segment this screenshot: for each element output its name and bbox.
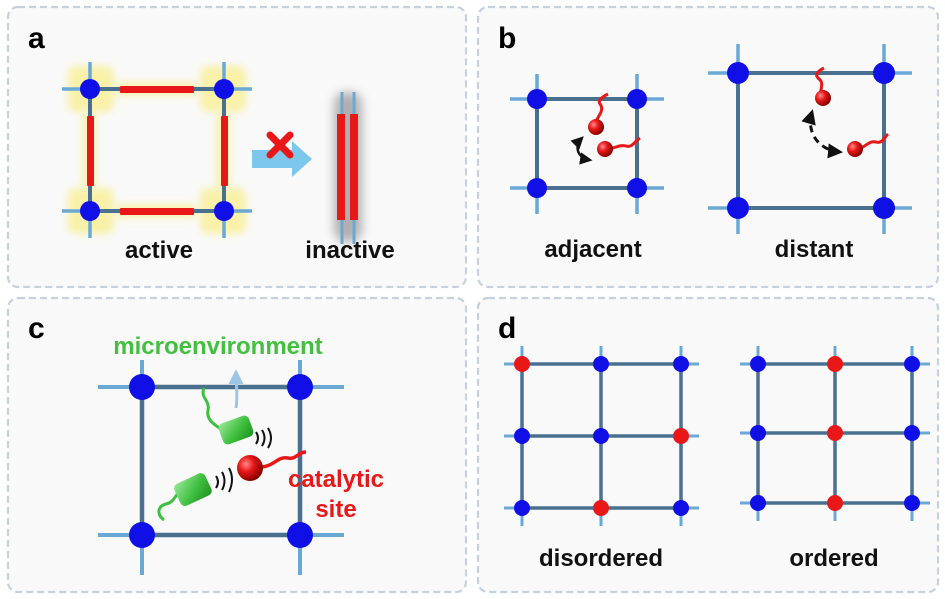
node-blue bbox=[593, 356, 609, 372]
inactive-label: inactive bbox=[305, 237, 394, 264]
node-blue bbox=[287, 374, 313, 400]
panel-b-distant-framework bbox=[708, 44, 912, 234]
interaction-waves-icon bbox=[255, 427, 272, 449]
panel-a-frame bbox=[6, 5, 468, 289]
panel-b-frame bbox=[476, 5, 940, 289]
node-blue bbox=[673, 356, 689, 372]
node-blue bbox=[727, 62, 749, 84]
node-blue bbox=[593, 428, 609, 444]
panel-c-framework bbox=[98, 360, 344, 575]
catalytic-site-ball bbox=[237, 455, 263, 481]
ordered-label: ordered bbox=[789, 545, 878, 572]
node-red bbox=[593, 500, 609, 516]
catalytic-site-ball bbox=[588, 119, 604, 135]
adjacent-label: adjacent bbox=[544, 236, 641, 263]
catalytic-label: catalytic bbox=[288, 466, 384, 493]
node-blue bbox=[287, 522, 313, 548]
node-blue bbox=[750, 356, 766, 372]
node-blue bbox=[627, 89, 647, 109]
catalytic-site-ball bbox=[597, 141, 613, 157]
node-blue bbox=[750, 425, 766, 441]
panel-a-letter: a bbox=[28, 22, 45, 55]
node-red bbox=[673, 428, 689, 444]
panel-b-adjacent-framework bbox=[510, 74, 664, 214]
node-blue bbox=[527, 178, 547, 198]
node-blue bbox=[750, 495, 766, 511]
node-blue bbox=[214, 79, 234, 99]
node-blue bbox=[80, 201, 100, 221]
node-red bbox=[827, 356, 843, 372]
green-block-lower bbox=[174, 473, 212, 506]
node-blue bbox=[904, 425, 920, 441]
node-blue bbox=[904, 495, 920, 511]
site-label: site bbox=[315, 496, 356, 523]
catalytic-site-ball bbox=[847, 141, 863, 157]
node-blue bbox=[727, 197, 749, 219]
distant-label: distant bbox=[775, 236, 854, 263]
node-red bbox=[827, 495, 843, 511]
node-red bbox=[514, 356, 530, 372]
panel-d-letter: d bbox=[498, 312, 516, 345]
green-block-upper bbox=[218, 415, 254, 445]
disordered-label: disordered bbox=[539, 545, 663, 572]
panel-c-frame bbox=[6, 296, 468, 594]
node-blue bbox=[873, 62, 895, 84]
panel-d-disordered-grid bbox=[504, 346, 699, 526]
panel-d-frame bbox=[476, 296, 940, 594]
node-blue bbox=[514, 500, 530, 516]
node-blue bbox=[214, 201, 234, 221]
node-blue bbox=[627, 178, 647, 198]
node-blue bbox=[873, 197, 895, 219]
blocked-arrow-icon bbox=[252, 131, 312, 177]
node-blue bbox=[80, 79, 100, 99]
panel-a-active-framework bbox=[62, 62, 252, 238]
node-blue bbox=[129, 522, 155, 548]
node-blue bbox=[129, 374, 155, 400]
interaction-waves-icon bbox=[215, 467, 233, 493]
node-blue bbox=[673, 500, 689, 516]
node-blue bbox=[514, 428, 530, 444]
panel-d-ordered-grid bbox=[740, 346, 930, 521]
catalytic-site-ball bbox=[815, 90, 831, 106]
node-blue bbox=[904, 356, 920, 372]
panel-c-letter: c bbox=[28, 312, 45, 345]
panel-b-letter: b bbox=[498, 22, 516, 55]
microenvironment-label: microenvironment bbox=[113, 333, 322, 360]
panel-a-inactive-stack bbox=[334, 92, 362, 244]
node-red bbox=[827, 425, 843, 441]
active-label: active bbox=[125, 237, 193, 264]
node-blue bbox=[527, 89, 547, 109]
